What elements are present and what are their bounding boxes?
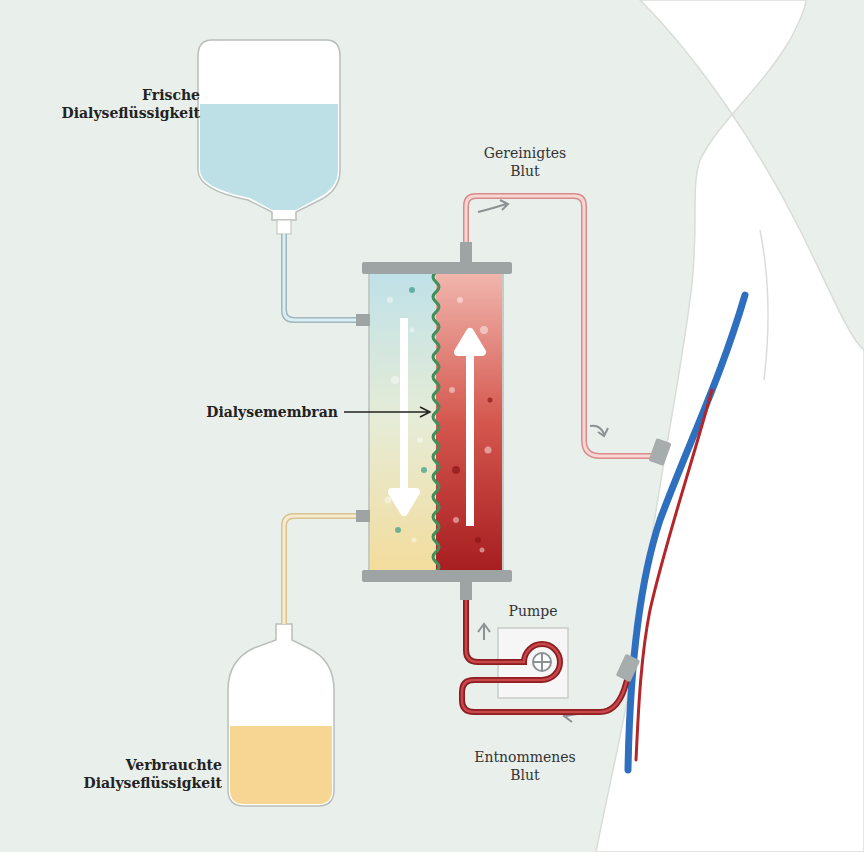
dialyzer-cap-top [362, 262, 512, 274]
blood-label: Entnommenes Blut [460, 748, 590, 784]
artery [636, 390, 712, 760]
flow-arrow-up [458, 332, 482, 526]
dialyzer-housing [369, 272, 503, 572]
dialysate-chamber [370, 272, 436, 572]
leader-line [344, 407, 430, 417]
blood-label: Gereinigtes Blut [470, 144, 580, 180]
body-contour [760, 230, 768, 380]
drawn-blood-tube-core [462, 600, 630, 712]
clean-blood-tube [466, 196, 660, 456]
fresh-tube-core [284, 234, 356, 320]
flow-arrow-down [392, 318, 416, 512]
fresh-fluid-bag [198, 40, 340, 220]
port [356, 314, 370, 326]
drawn-blood-tube [462, 600, 630, 712]
pump-rotor-spokes [533, 653, 551, 671]
body-outline [596, 0, 864, 852]
blood-chamber [436, 272, 502, 572]
needle-connector [616, 654, 641, 683]
vein [628, 295, 745, 770]
used-tube [284, 516, 356, 624]
used-fluid-bottle [228, 624, 334, 806]
fresh-tube [284, 234, 356, 320]
port [356, 510, 370, 522]
membrane-label: Dialysemembran [178, 403, 338, 421]
fresh-fluid [200, 104, 338, 210]
used-tube-core [284, 516, 356, 624]
dialyzer-cap-bottom [362, 570, 512, 582]
membrane [433, 272, 439, 572]
port [460, 582, 472, 600]
pump: Pumpe [505, 602, 562, 620]
fluid-label: Frische Dialyseflüssigkeit [20, 86, 200, 122]
fluid-label: Verbrauchte Dialyseflüssigkeit [42, 756, 222, 792]
bag-neck [277, 220, 291, 234]
port [460, 242, 472, 262]
pump-label: Pumpe [505, 602, 562, 620]
used-fluid [230, 726, 332, 804]
needle-connector [648, 438, 671, 466]
clean-blood-tube-core [466, 196, 660, 456]
pump-rotor [533, 653, 551, 671]
